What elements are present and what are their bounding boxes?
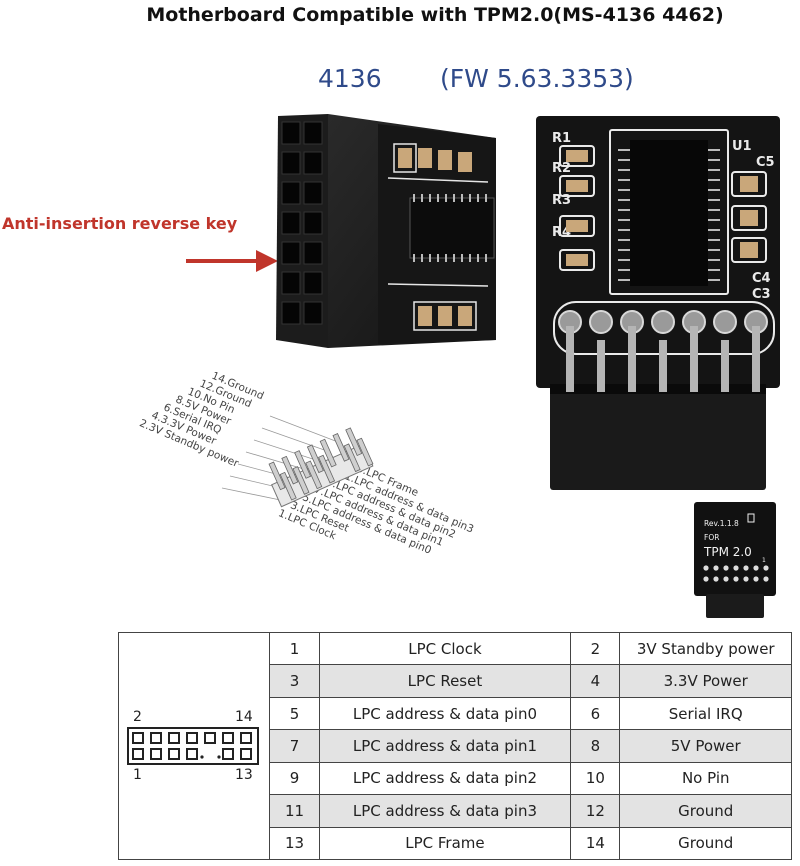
pin-function-cell: LPC address & data pin2	[318, 761, 572, 796]
table-row: 9 LPC address & data pin2 10 No Pin	[119, 761, 792, 796]
header-label-bottom-left: 1	[133, 767, 142, 783]
pin-function-cell: Ground	[619, 794, 792, 828]
pin-function-cell: No Pin	[619, 761, 792, 796]
pin-number-cell: 11	[269, 794, 320, 828]
pin-number-cell: 12	[570, 794, 621, 828]
pin-number-cell: 5	[269, 696, 320, 731]
designator-c4: C4	[752, 271, 771, 286]
board-rev-label: Rev.1.1.8	[704, 519, 739, 528]
tpm-module-side-photo	[276, 114, 496, 348]
header-label-bottom-right: 13	[235, 767, 253, 783]
pin-function-cell: Ground	[619, 826, 792, 861]
header-pin-icon	[127, 727, 259, 765]
pin-number-cell: 3	[269, 664, 320, 698]
red-arrow-icon	[186, 250, 278, 272]
pin-function-cell: LPC address & data pin0	[318, 696, 572, 731]
tpm-small-board-photo: Rev.1.1.8 FOR TPM 2.0 1	[694, 502, 776, 618]
table-row: 3 LPC Reset 4 3.3V Power	[119, 664, 792, 698]
designator-r2: R2	[552, 161, 571, 176]
model-number: 4136	[318, 64, 382, 93]
pin-number-cell: 4	[570, 664, 621, 698]
pin-number-cell: 1	[269, 631, 320, 666]
pin-function-cell: LPC address & data pin3	[318, 794, 572, 828]
pin-function-cell: 3.3V Power	[619, 664, 792, 698]
board-tpm-label: TPM 2.0	[703, 545, 752, 559]
pin-number-cell: 7	[269, 729, 320, 763]
header-pinout-diagram: 14.Ground 12.Ground 10.No Pin 8.5V Power…	[138, 372, 475, 557]
designator-c3: C3	[752, 287, 771, 302]
pin-number-cell: 6	[570, 696, 621, 731]
reverse-key-annotation: Anti-insertion reverse key	[2, 214, 238, 233]
header-label-top-right: 14	[235, 709, 253, 725]
header-label-top-left: 2	[133, 709, 142, 725]
pin-function-cell: 3V Standby power	[619, 631, 792, 666]
designator-r1: R1	[552, 131, 571, 146]
pin-number-cell: 8	[570, 729, 621, 763]
pin-number-cell: 10	[570, 761, 621, 796]
page-title: Motherboard Compatible with TPM2.0(MS-41…	[146, 4, 724, 26]
table-row: 13 LPC Frame 14 Ground	[119, 826, 792, 861]
board-for-label: FOR	[704, 533, 719, 542]
header-illustration-cell: 2 14 1 13	[117, 632, 271, 860]
pin-function-cell: LPC Clock	[318, 631, 572, 666]
table-row: 11 LPC address & data pin3 12 Ground	[119, 794, 792, 828]
pin-number-cell: 9	[269, 761, 320, 796]
pin-function-cell: Serial IRQ	[619, 696, 792, 731]
designator-u1: U1	[732, 139, 752, 154]
table-row: 2 14 1 13 1 LPC Clock 2 3V	[117, 631, 792, 860]
pin-number-cell: 2	[570, 631, 621, 666]
pinout-table: 2 14 1 13 1 LPC Clock 2 3V	[117, 631, 792, 861]
designator-c5: C5	[756, 155, 775, 170]
tpm-module-front-photo: R1 R2 R3 R4 U1 C5 C4 C3	[536, 116, 780, 490]
pin-function-cell: LPC Reset	[318, 664, 572, 698]
firmware-version: (FW 5.63.3353)	[440, 64, 634, 93]
table-row: 7 LPC address & data pin1 8 5V Power	[119, 729, 792, 763]
board-pin1-label: 1	[762, 557, 766, 564]
pin-number-cell: 13	[269, 826, 320, 861]
pin-number-cell: 14	[570, 826, 621, 861]
pin-function-cell: 5V Power	[619, 729, 792, 763]
pin-function-cell: LPC address & data pin1	[318, 729, 572, 763]
pin-function-cell: LPC Frame	[318, 826, 572, 861]
